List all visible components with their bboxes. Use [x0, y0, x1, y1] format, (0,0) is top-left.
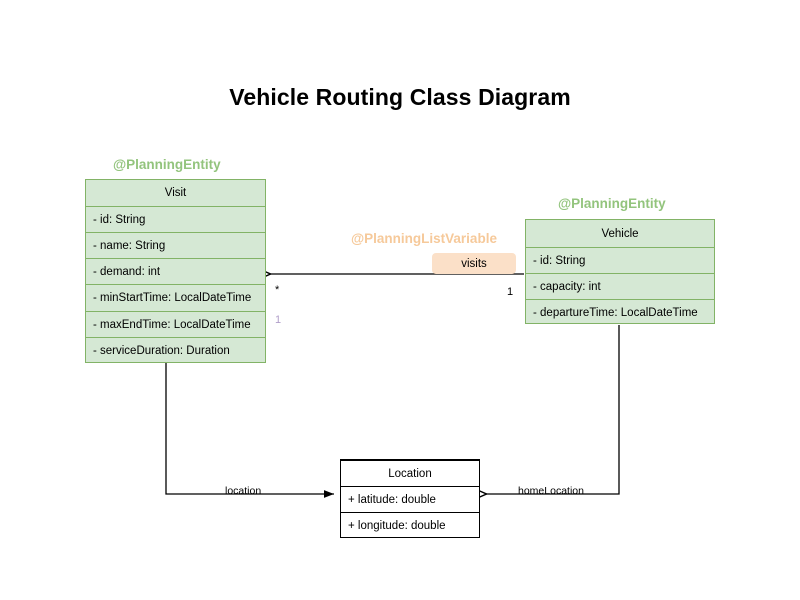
connector-visit-location: [165, 363, 334, 498]
attribute-label: + latitude: double: [348, 493, 436, 506]
attribute-row: - minStartTime: LocalDateTime: [86, 284, 265, 311]
attribute-row: - capacity: int: [526, 273, 714, 299]
annotation-vehicle-planning-entity: @PlanningEntity: [558, 196, 666, 211]
attribute-row: - demand: int: [86, 258, 265, 284]
multiplicity-visit-location-one: 1: [275, 314, 282, 326]
association-label-visits: visits: [432, 253, 516, 274]
class-name-visit: Visit: [86, 180, 265, 206]
class-box-location[interactable]: Location + latitude: double + longitude:…: [340, 459, 480, 538]
class-name-vehicle: Vehicle: [526, 220, 714, 247]
attribute-label: - maxEndTime: LocalDateTime: [93, 318, 251, 331]
class-title-label: Vehicle: [601, 227, 639, 240]
page-title: Vehicle Routing Class Diagram: [229, 84, 571, 110]
attribute-row: + latitude: double: [341, 486, 479, 512]
class-name-location: Location: [341, 460, 479, 486]
attribute-row: - id: String: [86, 206, 265, 232]
attribute-label: - departureTime: LocalDateTime: [533, 306, 698, 319]
attribute-label: + longitude: double: [348, 519, 446, 532]
class-box-vehicle[interactable]: Vehicle - id: String - capacity: int - d…: [525, 219, 715, 324]
attribute-label: - id: String: [93, 213, 146, 226]
attribute-label: - name: String: [93, 239, 166, 252]
association-label-home-location: homeLocation: [518, 485, 584, 497]
multiplicity-vehicle-one: 1: [507, 286, 514, 298]
attribute-label: - demand: int: [93, 265, 161, 278]
multiplicity-visit-many: *: [275, 284, 280, 296]
attribute-label: - id: String: [533, 254, 586, 267]
attribute-label: - serviceDuration: Duration: [93, 344, 230, 357]
association-label-location: location: [225, 485, 262, 497]
attribute-label: - minStartTime: LocalDateTime: [93, 292, 252, 304]
class-title-label: Visit: [164, 187, 187, 199]
attribute-row: - maxEndTime: LocalDateTime: [86, 311, 265, 337]
attribute-row: - departureTime: LocalDateTime: [526, 299, 714, 325]
attribute-label: - capacity: int: [533, 280, 601, 293]
annotation-visit-planning-entity: @PlanningEntity: [113, 157, 221, 172]
annotation-planning-list-variable: @PlanningListVariable: [351, 231, 497, 246]
attribute-row: + longitude: double: [341, 512, 479, 538]
attribute-row: - name: String: [86, 232, 265, 258]
attribute-row: - serviceDuration: Duration: [86, 337, 265, 363]
class-title-label: Location: [388, 467, 432, 480]
class-box-visit[interactable]: Visit - id: String - name: String - dema…: [85, 179, 266, 363]
attribute-row: - id: String: [526, 247, 714, 273]
connector-vehicle-home-location: [486, 325, 620, 494]
